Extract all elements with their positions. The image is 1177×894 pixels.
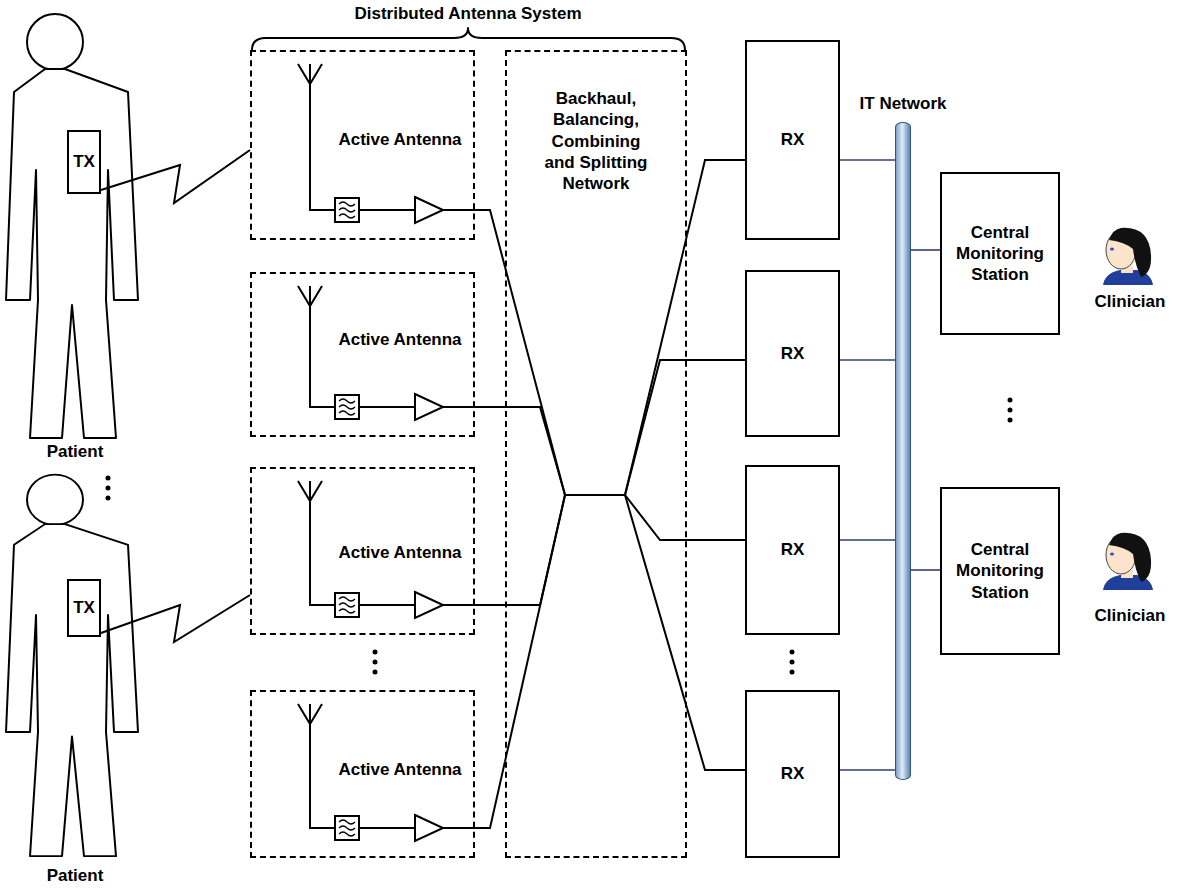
connector [687,160,745,235]
connector [840,769,895,771]
group-title: Distributed Antenna System [354,4,581,24]
node-text: Active Antenna [330,129,470,150]
patient-label: Patient [47,866,104,886]
connector [840,359,895,361]
combining-fan-line [505,407,565,495]
node-text: RX [781,343,805,364]
monitoring-station-box: Central Monitoring Station [940,487,1060,655]
monitoring-station-box: Central Monitoring Station [940,172,1060,335]
transmitter-box: TX [67,579,101,637]
connector [911,569,940,571]
active-antenna-box: Active Antenna [250,690,475,858]
antenna-chain-symbol [298,481,475,618]
receiver-box: RX [745,270,840,437]
connector [687,708,745,770]
node-text: Central Monitoring Station [946,222,1054,286]
connector [911,249,940,251]
connector [687,359,745,361]
ellipsis-dots [106,398,1013,675]
antenna-chain-symbol [298,64,475,223]
transmitter-box: TX [67,130,101,194]
radio-link [101,150,250,203]
connector [475,604,505,606]
connector [475,761,505,828]
clinician-label: Clinician [1095,292,1166,312]
combining-fan-line [625,495,687,540]
patient-label: Patient [47,442,104,462]
node-text: Central Monitoring Station [946,539,1054,603]
combining-fan-line [565,494,625,496]
backhaul-network-box: Backhaul, Balancing, Combining and Split… [505,50,687,858]
combining-fan-line [505,267,565,495]
network-bus: IT Network [895,122,911,780]
active-antenna-box: Active Antenna [250,50,475,240]
node-text: Backhaul, Balancing, Combining and Split… [535,88,657,194]
combining-fan-line [625,360,687,495]
combining-fan-line [625,495,687,708]
node-text: RX [781,539,805,560]
node-text: Active Antenna [330,759,470,780]
patient-figure [6,475,138,857]
clinician-icon [1103,533,1153,590]
combining-fan-line [565,494,625,496]
antenna-chain-symbol [298,704,475,841]
node-text: IT Network [860,93,947,114]
node-text: RX [781,763,805,784]
active-antenna-box: Active Antenna [250,272,475,437]
combining-fan-line [565,494,625,496]
combining-fan-line [625,235,687,495]
combining-fan-line [565,494,625,496]
receiver-box: RX [745,690,840,858]
radio-link [101,595,250,642]
combining-fan-line [505,495,565,605]
connector [840,159,895,161]
connector [687,539,745,541]
clinician-label: Clinician [1095,606,1166,626]
antenna-chain-symbol [298,286,475,420]
receiver-box: RX [745,465,840,635]
group-brace [252,28,685,50]
node-text: Active Antenna [330,329,470,350]
connector [475,210,505,267]
node-text: TX [73,597,95,618]
node-text: RX [781,129,805,150]
active-antenna-box: Active Antenna [250,467,475,635]
connector [475,406,505,408]
clinician-icon [1103,228,1153,285]
combining-fan-line [505,495,565,761]
connector [840,539,895,541]
node-text: Active Antenna [330,542,470,563]
receiver-box: RX [745,40,840,240]
node-text: TX [73,151,95,172]
patient-figure [6,14,138,438]
